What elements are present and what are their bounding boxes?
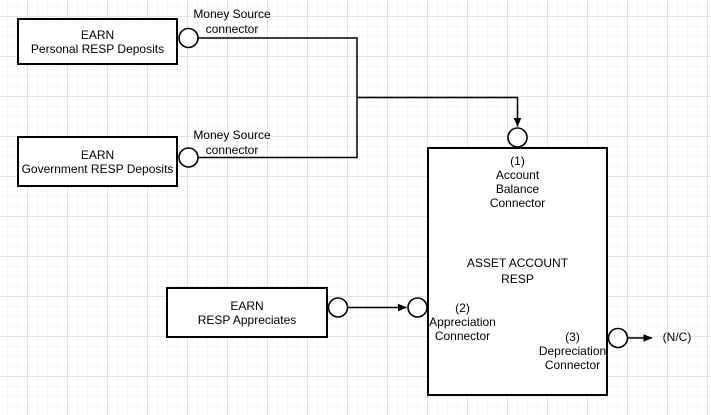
label-money-source-connector-2[interactable]: Money Source connector [152,128,312,158]
label-appreciation-connector[interactable]: (2) Appreciation Connector [402,301,523,343]
label-line: Balance [495,182,540,196]
node-personal-resp-deposits[interactable]: EARN Personal RESP Deposits [17,18,178,65]
node-label-line: EARN [230,298,264,313]
label-line: Connector [489,196,546,210]
label-line: RESP [501,272,534,286]
port-account-balance-connector[interactable] [507,127,528,148]
label-line: Money Source [193,128,271,142]
label-line: Depreciation [538,344,607,358]
port-resp-appreciates-output[interactable] [327,297,349,318]
node-label-line: Government RESP Deposits [21,161,174,176]
node-resp-appreciates[interactable]: EARN RESP Appreciates [166,287,328,338]
node-label-line: EARN [80,147,115,162]
label-depreciation-connector[interactable]: (3) Depreciation Connector [512,330,633,372]
label-line: Connector [434,329,491,343]
label-nc[interactable]: (N/C) [647,330,707,344]
node-label-line: Personal RESP Deposits [30,41,165,56]
label-line: connector [205,143,259,157]
node-label-line: EARN [80,27,115,42]
edge-to-account-balance-connector[interactable] [357,96,522,127]
label-line: (3) [565,330,580,344]
node-label-line: RESP Appreciates [197,312,297,327]
label-line: ASSET ACCOUNT [466,256,569,270]
label-line: (2) [455,301,470,315]
label-line: Money Source [193,7,271,21]
label-line: (N/C) [662,330,692,344]
label-line: (1) [510,154,525,168]
node-government-resp-deposits[interactable]: EARN Government RESP Deposits [17,136,178,187]
port-money-source-connector-2[interactable] [178,147,199,168]
label-line: Connector [544,358,601,372]
label-line: Appreciation [429,315,496,329]
label-line: Account [495,168,540,182]
label-account-balance-connector[interactable]: (1) Account Balance Connector [427,154,608,210]
port-money-source-connector-1[interactable] [178,27,199,49]
label-asset-account-resp-title[interactable]: ASSET ACCOUNT RESP [427,255,608,287]
node-asset-account-resp[interactable] [427,147,608,396]
port-appreciation-connector[interactable] [407,297,428,318]
label-line: connector [205,22,259,36]
label-money-source-connector-1[interactable]: Money Source connector [152,7,312,37]
port-depreciation-connector[interactable] [607,327,629,349]
